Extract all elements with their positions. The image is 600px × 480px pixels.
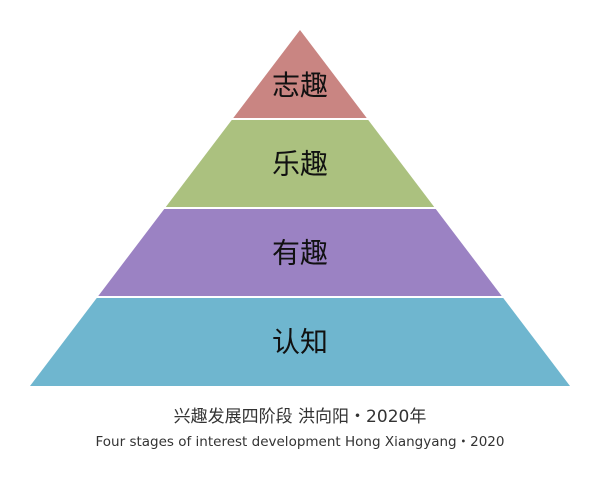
caption-chinese: 兴趣发展四阶段 洪向阳・2020年 <box>173 407 427 427</box>
caption-english: Four stages of interest development Hong… <box>95 434 505 450</box>
pyramid-level-label: 有趣 <box>272 237 328 270</box>
pyramid-level-2 <box>165 120 435 207</box>
pyramid-level-3 <box>98 209 502 296</box>
pyramid-level-label: 认知 <box>272 326 328 359</box>
pyramid-level-label: 乐趣 <box>272 148 328 181</box>
pyramid-level-label: 志趣 <box>272 69 328 102</box>
pyramid-level-1 <box>233 30 367 118</box>
pyramid-level-4 <box>30 298 570 386</box>
